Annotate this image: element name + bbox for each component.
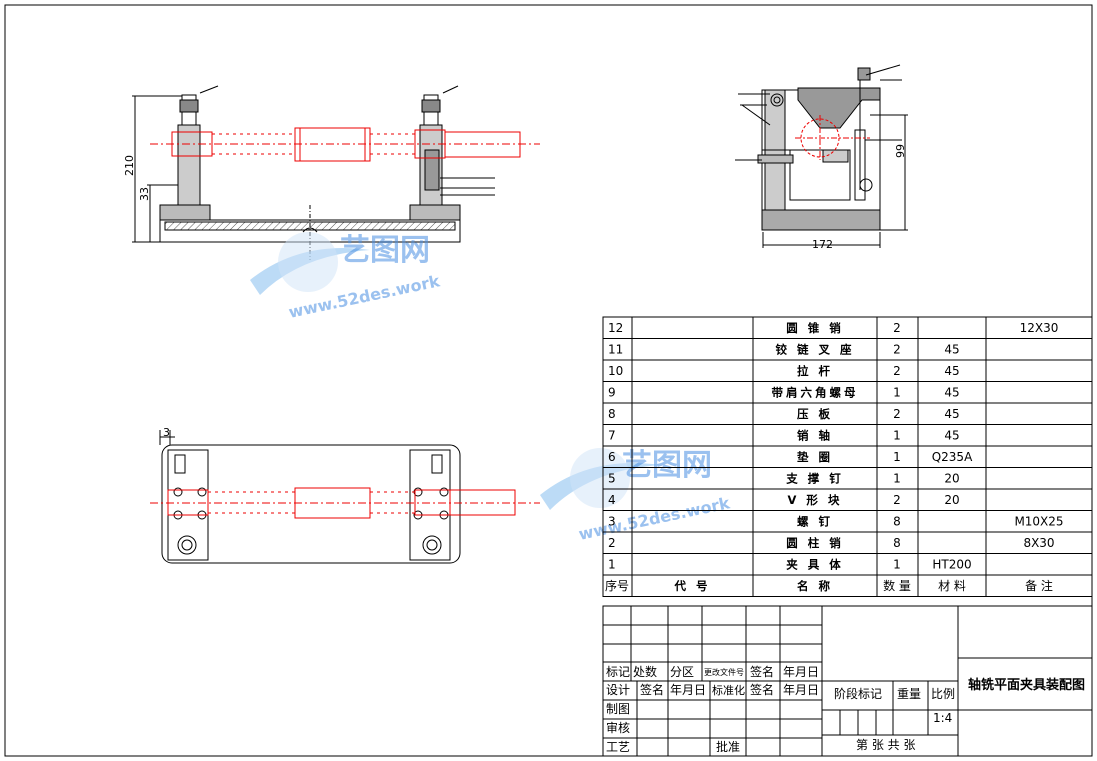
- bom-no: 2: [608, 536, 616, 550]
- workpiece-shaft-front: [150, 127, 540, 162]
- workpiece-shaft-top: [150, 487, 540, 519]
- tb-draw: 制图: [606, 702, 630, 716]
- bom-material: 45: [944, 364, 959, 378]
- bom-no: 4: [608, 493, 616, 507]
- bom-header-material: 材 料: [938, 579, 966, 593]
- bom-name: 带肩六角螺母: [772, 386, 859, 400]
- bom-qty: 1: [893, 386, 901, 400]
- bom-name: 支 撑 钉: [785, 472, 844, 486]
- watermark-brand: 艺图网: [340, 233, 430, 268]
- front-view: [132, 85, 495, 260]
- bom-header-name: 名 称: [797, 579, 833, 593]
- bom-name: 垫 圈: [797, 450, 833, 464]
- tb-stage: 阶段标记: [834, 686, 882, 701]
- tb-craft: 工艺: [606, 740, 630, 754]
- bom-name: 销 轴: [797, 429, 833, 443]
- bom-no: 6: [608, 450, 616, 464]
- bom-material: 45: [944, 343, 959, 357]
- bom-header-code: 代 号: [673, 579, 710, 593]
- tb-date2: 年月日: [670, 683, 706, 697]
- tb-check: 审核: [606, 720, 630, 735]
- tb-approve: 批准: [716, 739, 740, 754]
- bom-qty: 2: [893, 493, 901, 507]
- watermark-brand-2: 艺图网: [622, 448, 712, 483]
- bom-qty: 1: [893, 472, 901, 486]
- bom-name: V 形 块: [788, 493, 843, 507]
- tb-count: 处数: [633, 664, 657, 679]
- bom-material: HT200: [932, 558, 971, 572]
- tb-change-doc: 更改文件号: [704, 667, 744, 677]
- tb-design: 设计: [606, 683, 630, 697]
- bom-no: 5: [608, 472, 616, 486]
- bom-note: 12X30: [1020, 321, 1059, 335]
- bom-header-note: 备 注: [1025, 578, 1053, 593]
- bom-no: 11: [608, 343, 623, 357]
- tb-sign: 签名: [750, 664, 774, 679]
- dim-height-total: 210: [123, 155, 136, 176]
- bom-header-qty: 数 量: [883, 578, 911, 593]
- bom-material: 20: [944, 493, 959, 507]
- title-block: 标记 处数 分区 更改文件号 签名 年月日 设计 签名 年月日 标准化 签名 年…: [602, 605, 1093, 757]
- tb-weight: 重量: [897, 687, 921, 701]
- bom-name: 螺 钉: [797, 515, 833, 529]
- dim-height-low: 33: [138, 187, 151, 201]
- tb-date: 年月日: [783, 665, 819, 679]
- tb-scale: 1:4: [933, 711, 952, 725]
- tb-date3: 年月日: [783, 683, 819, 697]
- bom-qty: 2: [893, 321, 901, 335]
- tb-scale-label: 比例: [931, 687, 955, 701]
- tb-sheet-info: 第 张 共 张: [856, 738, 915, 752]
- bom-material: 20: [944, 472, 959, 486]
- bom-name: 拉 杆: [797, 364, 833, 378]
- bom-name: 铰 链 叉 座: [775, 343, 854, 357]
- side-view: [735, 64, 908, 248]
- bom-material: Q235A: [932, 450, 973, 464]
- watermark-1: 艺图网 www.52des.work: [250, 232, 442, 322]
- bom-name: 夹 具 体: [786, 558, 844, 572]
- tb-mark: 标记: [606, 665, 630, 679]
- bom-no: 3: [608, 515, 616, 529]
- watermark-2: 艺图网 www.52des.work: [540, 448, 732, 544]
- tb-sign2: 签名: [640, 682, 664, 697]
- bom-qty: 1: [893, 429, 901, 443]
- tb-zone: 分区: [670, 665, 694, 679]
- bom-no: 9: [608, 386, 616, 400]
- dim-offset-top: 3: [163, 426, 170, 439]
- bom-no: 8: [608, 407, 616, 421]
- bom-qty: 2: [893, 343, 901, 357]
- bom-qty: 1: [893, 558, 901, 572]
- bom-no: 7: [608, 429, 616, 443]
- workpiece-shaft-side: [795, 115, 870, 160]
- bom-qty: 1: [893, 450, 901, 464]
- bom-qty: 2: [893, 364, 901, 378]
- bom-name: 圆 锥 销: [786, 321, 844, 335]
- tb-sign3: 签名: [750, 682, 774, 697]
- sheet-border: [4, 4, 1093, 757]
- bom-no: 12: [608, 321, 623, 335]
- dim-height-side: 99: [894, 144, 907, 158]
- bom-qty: 2: [893, 407, 901, 421]
- tb-std: 标准化: [712, 683, 745, 697]
- bom-name: 压 板: [797, 407, 833, 421]
- bom-note: 8X30: [1023, 536, 1054, 550]
- bom-qty: 8: [893, 536, 901, 550]
- bom-material: 45: [944, 429, 959, 443]
- bom-material: 45: [944, 386, 959, 400]
- bom-name: 圆 柱 销: [786, 536, 844, 550]
- bom-qty: 8: [893, 515, 901, 529]
- bom-material: 45: [944, 407, 959, 421]
- bom-note: M10X25: [1014, 515, 1063, 529]
- drawing-title: 轴铣平面夹具装配图: [968, 677, 1085, 693]
- bom-header-no: 序号: [605, 578, 629, 593]
- bom-no: 10: [608, 364, 623, 378]
- dim-width-side: 172: [812, 238, 833, 251]
- bom-no: 1: [608, 558, 616, 572]
